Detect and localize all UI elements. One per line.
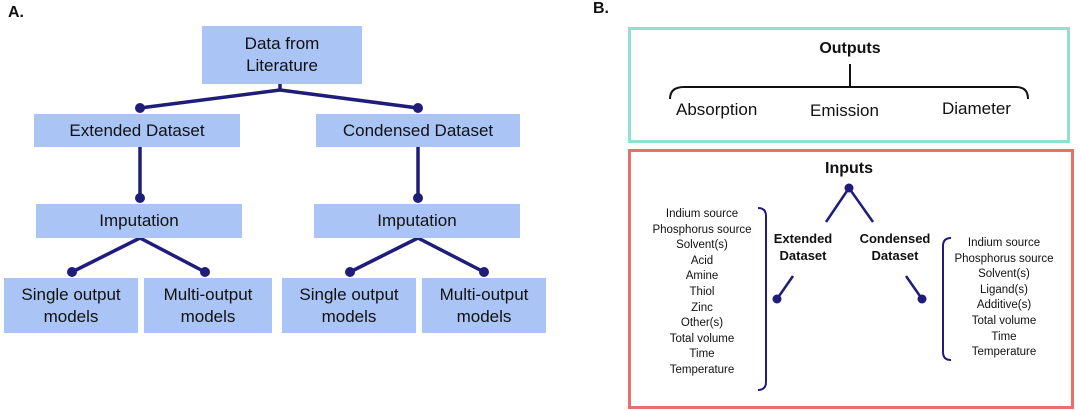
extended-input-item: Total volume	[669, 332, 735, 345]
extended-input-item: Other(s)	[680, 317, 724, 330]
condensed-input-item: Total volume	[971, 314, 1037, 327]
box-extended-dataset: Extended Dataset	[34, 114, 240, 147]
condensed-list-brace	[942, 237, 952, 361]
box-left-single-output-models: Single output models	[4, 278, 138, 333]
box-left-multi-output-models: Multi-output models	[144, 278, 272, 333]
extended-input-item: Phosphorus source	[652, 223, 752, 236]
extended-list-brace	[757, 207, 767, 391]
extended-input-item: Amine	[685, 270, 719, 283]
extended-input-item: Thiol	[689, 285, 715, 298]
connector-to-condensed	[279, 88, 419, 110]
box-left-imputation: Imputation	[36, 204, 242, 238]
connector-left-multi	[139, 236, 206, 274]
extended-node	[772, 294, 782, 304]
extended-input-item: Zinc	[691, 301, 713, 314]
condensed-input-item: Ligand(s)	[980, 283, 1028, 296]
connector-left-single	[71, 236, 141, 274]
extended-input-item: Indium source	[665, 208, 739, 220]
box-right-multi-output-models: Multi-output models	[422, 278, 546, 333]
condensed-node	[917, 294, 927, 304]
condensed-input-item: Time	[991, 330, 1017, 343]
condensed-dataset-label: Condensed Dataset	[859, 231, 931, 263]
node-condensed	[413, 103, 423, 113]
condensed-input-item: Indium source	[967, 237, 1041, 249]
connector-right-multi	[417, 236, 485, 274]
extended-dataset-label: Extended Dataset	[773, 231, 833, 263]
node-extended	[135, 103, 145, 113]
extended-input-item: Acid	[690, 254, 714, 267]
node-right-multi	[479, 267, 489, 277]
box-right-single-output-models: Single output models	[282, 278, 416, 333]
inputs-frame	[628, 149, 1074, 409]
output-diameter: Diameter	[942, 99, 1011, 118]
node-left-single	[67, 267, 77, 277]
condensed-input-item: Phosphorus source	[954, 252, 1054, 265]
node-right-imputation	[413, 193, 423, 203]
connector-to-extended	[139, 88, 281, 110]
condensed-input-item: Temperature	[971, 346, 1037, 359]
node-left-imputation	[135, 193, 145, 203]
condensed-input-item: Additive(s)	[976, 299, 1032, 312]
extended-input-item: Temperature	[669, 363, 735, 376]
panel-a-label: A.	[8, 4, 24, 21]
condensed-input-item: Solvent(s)	[978, 268, 1030, 281]
box-condensed-dataset: Condensed Dataset	[316, 114, 520, 147]
output-absorption: Absorption	[676, 100, 758, 119]
box-right-imputation: Imputation	[314, 204, 520, 238]
outputs-title: Outputs	[819, 40, 881, 57]
outputs-frame	[628, 27, 1070, 143]
connector-right-single	[349, 236, 419, 274]
box-data-from-literature: Data from Literature	[202, 26, 362, 84]
panel-b-label: B.	[593, 0, 609, 17]
output-emission: Emission	[810, 101, 879, 120]
node-left-multi	[200, 267, 210, 277]
inputs-title: Inputs	[825, 160, 873, 177]
extended-input-item: Solvent(s)	[676, 239, 728, 252]
node-right-single	[345, 267, 355, 277]
extended-input-item: Time	[689, 348, 715, 361]
